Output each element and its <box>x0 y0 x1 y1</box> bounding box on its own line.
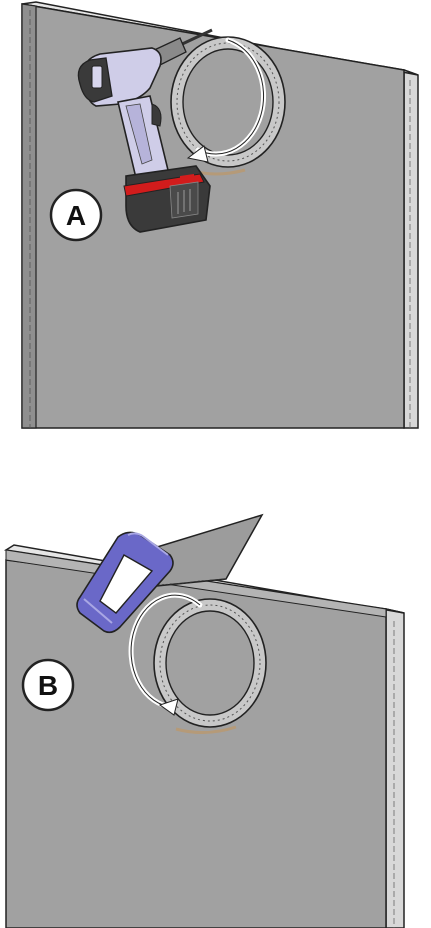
step-b-illustration: B <box>0 475 431 928</box>
step-a-illustration: A <box>0 0 431 430</box>
step-label-a-badge: A <box>49 188 103 242</box>
drill-icon <box>77 28 213 233</box>
board-panel <box>21 1 419 429</box>
rotation-arrow-b <box>128 592 203 716</box>
step-b-svg: B <box>3 513 405 928</box>
cut-ring-b <box>153 598 267 734</box>
step-label-b: B <box>38 670 58 701</box>
rotation-arrow-a <box>186 37 267 163</box>
step-label-b-badge: B <box>21 658 75 712</box>
saw-icon <box>76 513 264 634</box>
step-a-svg: A <box>21 1 419 429</box>
step-label-a: A <box>66 200 86 231</box>
